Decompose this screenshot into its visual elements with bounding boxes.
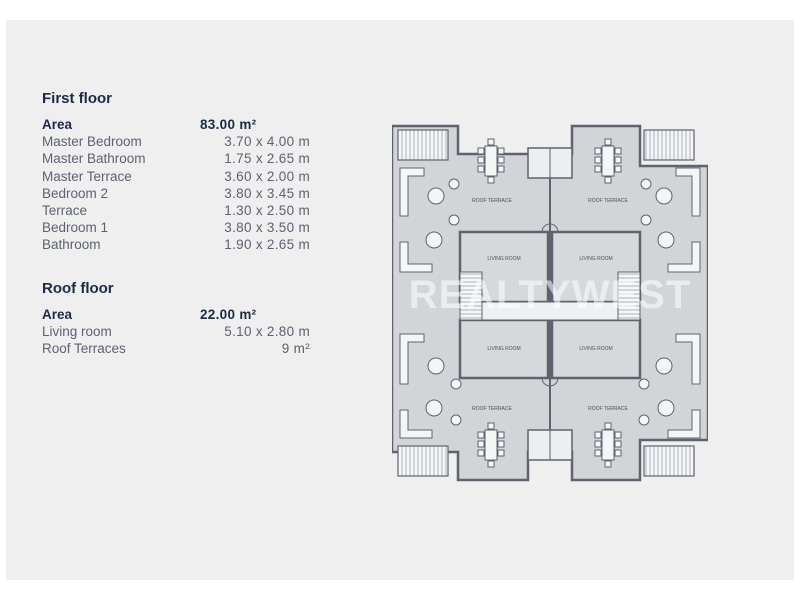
living-room-label: LIVING ROOM <box>487 346 520 352</box>
dining-table <box>477 422 505 468</box>
stairs <box>481 301 619 321</box>
area-label: Area <box>42 117 73 132</box>
room-dims: 3.80 x 3.45 m <box>224 185 310 201</box>
room-name: Master Bedroom <box>42 134 142 150</box>
living-room-label: LIVING ROOM <box>579 256 612 262</box>
grille <box>643 129 695 161</box>
room-name: Master Bathroom <box>42 151 146 167</box>
room-name: Roof Terraces <box>42 340 126 356</box>
roof-terrace-label: ROOF TERRACE <box>472 406 512 412</box>
stairs <box>617 271 641 321</box>
area-label: Area <box>42 306 73 322</box>
room-row: Master Bathroom 1.75 x 2.65 m <box>42 150 342 167</box>
living-room-bottom-left <box>458 318 550 380</box>
room-dims: 1.75 x 2.65 m <box>224 151 310 167</box>
grille <box>397 445 449 477</box>
watermark: REALTYWEST <box>409 273 692 317</box>
room-row: Roof Terraces 9 m² <box>42 340 342 357</box>
roof-floor-area-row: Area 22.00 m² <box>42 306 342 323</box>
room-row: Bedroom 1 3.80 x 3.50 m <box>42 219 342 236</box>
room-name: Bedroom 2 <box>42 185 109 201</box>
room-row: Master Bedroom 3.70 x 4.00 m <box>42 133 342 150</box>
grille <box>397 129 449 161</box>
room-row: Bathroom 1.90 x 2.65 m <box>42 236 342 253</box>
dining-table <box>594 138 622 184</box>
room-name: Bathroom <box>42 237 101 253</box>
room-dims: 1.30 x 2.50 m <box>224 202 310 218</box>
lounge-set <box>638 333 701 439</box>
room-name: Master Terrace <box>42 168 132 184</box>
area-value: 22.00 m² <box>200 306 257 322</box>
room-name: Living room <box>42 323 112 339</box>
roof-terrace-label: ROOF TERRACE <box>588 198 628 204</box>
roof-floor-plan: ROOF TERRACE ROOF TERRACE LIVING ROOM LI… <box>392 124 708 482</box>
lounge-set <box>399 167 460 273</box>
specifications-panel: First floor Area 83.00 m² Master Bedroom… <box>42 88 342 357</box>
roof-floor-title: Roof floor <box>42 279 114 297</box>
lounge-set <box>399 333 462 439</box>
roof-terrace-label: ROOF TERRACE <box>472 198 512 204</box>
dining-table <box>477 138 505 184</box>
room-dims: 3.80 x 3.50 m <box>224 220 310 236</box>
stairs <box>459 271 483 321</box>
living-room-label: LIVING ROOM <box>579 346 612 352</box>
first-floor-title: First floor <box>42 90 112 107</box>
room-row: Bedroom 2 3.80 x 3.45 m <box>42 185 342 202</box>
room-dims: 1.90 x 2.65 m <box>224 237 310 253</box>
living-room-bottom-right <box>550 318 642 380</box>
room-dims: 3.70 x 4.00 m <box>224 134 310 150</box>
room-name: Terrace <box>42 202 88 218</box>
roof-terrace-label: ROOF TERRACE <box>588 406 628 412</box>
grille <box>643 445 695 477</box>
dining-table <box>594 422 622 468</box>
lounge-set <box>640 167 701 273</box>
room-row: Master Terrace 3.60 x 2.00 m <box>42 168 342 185</box>
room-row: Living room 5.10 x 2.80 m <box>42 323 342 340</box>
room-row: Terrace 1.30 x 2.50 m <box>42 202 342 219</box>
room-name: Bedroom 1 <box>42 220 109 236</box>
room-dims: 3.60 x 2.00 m <box>224 168 310 184</box>
room-dims: 5.10 x 2.80 m <box>224 323 310 339</box>
living-room-label: LIVING ROOM <box>487 256 520 262</box>
room-dims: 9 m² <box>281 340 310 356</box>
area-value: 83.00 m² <box>200 117 257 132</box>
first-floor-area-row: Area 83.00 m² <box>42 116 342 133</box>
